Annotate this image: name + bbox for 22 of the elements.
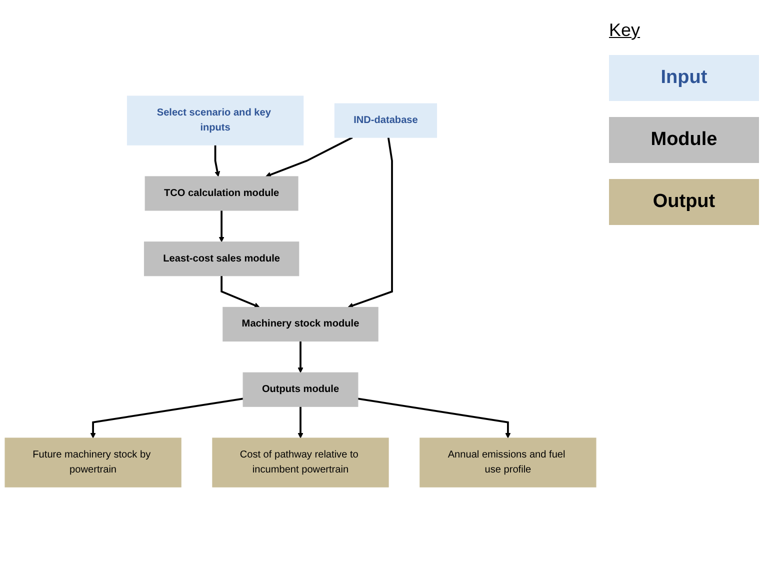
arrow (220, 276, 260, 308)
node-box: TCO calculation module (144, 176, 298, 211)
arrow (298, 341, 304, 373)
arrow (90, 398, 244, 438)
arrow (218, 210, 224, 242)
legend-swatch: Module (609, 117, 759, 163)
arrow (358, 398, 511, 438)
node-box: Outputs module (242, 372, 358, 407)
node-box: Annual emissions and fuel use profile (420, 438, 596, 488)
node-box: IND-database (334, 103, 438, 138)
node-box: Machinery stock module (222, 306, 378, 342)
arrow (266, 136, 353, 178)
arrow (298, 406, 304, 438)
legend-swatch: Output (609, 179, 759, 225)
legend-swatch: Input (609, 55, 759, 101)
arrow (214, 145, 220, 177)
key-heading: Key (609, 20, 640, 41)
node-box: Least-cost sales module (144, 242, 300, 276)
arrow (348, 137, 393, 308)
node-box: Cost of pathway relative to incumbent powertrain (212, 438, 389, 488)
node-box: Future machinery stock by powertrain (4, 438, 182, 488)
node-box: Select scenario and key inputs (126, 96, 304, 146)
